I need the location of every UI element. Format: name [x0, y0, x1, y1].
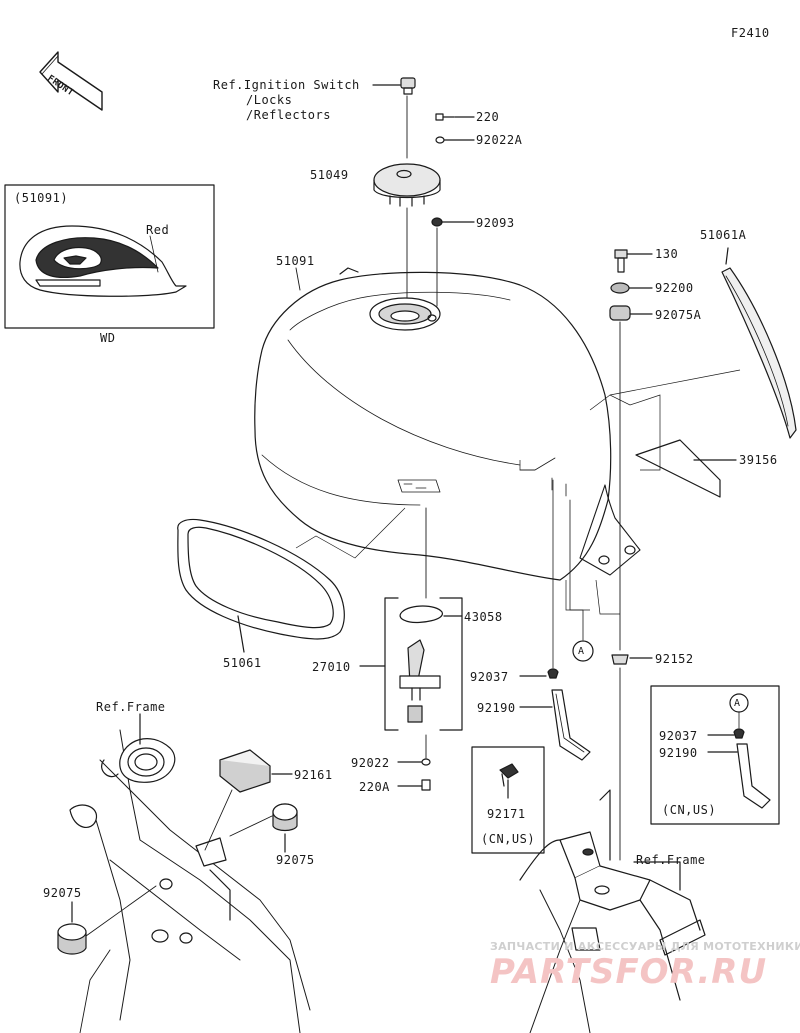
part-92037: 92037 — [470, 670, 509, 684]
fuel-cap-51049 — [373, 163, 441, 207]
damper-92075-left — [57, 923, 87, 955]
watermark-tagline: ЗАПЧАСТИ И АКСЕССУАРЫ ДЛЯ МОТОТЕХНИКИ — [490, 940, 800, 953]
inset-b-caption: (CN,US) — [481, 832, 536, 846]
grommet-92152 — [611, 654, 629, 665]
inset-a-part-92037: 92037 — [659, 729, 698, 743]
clip-92037 — [547, 668, 559, 679]
part-51061: 51061 — [223, 656, 262, 670]
part-130: 130 — [655, 247, 679, 261]
part-92200: 92200 — [655, 281, 694, 295]
gasket-43058 — [399, 605, 443, 624]
part-92075-left: 92075 — [43, 886, 82, 900]
part-92190: 92190 — [477, 701, 516, 715]
fuel-tank-51091 — [254, 267, 641, 581]
bolt-130 — [614, 249, 628, 273]
part-92093: 92093 — [476, 216, 515, 230]
frame-left — [69, 729, 311, 1033]
pad-92161 — [219, 749, 271, 793]
grommet-92093 — [431, 217, 443, 227]
ref-frame-right: Ref.Frame — [636, 853, 706, 867]
inset-cn-us-a-box — [650, 685, 780, 825]
marker-a-label: A — [578, 646, 585, 657]
hose-92190 — [551, 689, 591, 761]
watermark-logo: PARTSFOR.RU — [490, 952, 768, 992]
marker-a-circle — [572, 640, 594, 662]
ref-ignition-switch: Ref.Ignition Switch — [213, 78, 360, 92]
trim-strip-51061a — [721, 267, 797, 439]
ref-reflectors: /Reflectors — [246, 108, 331, 122]
inset-cn-us-b-box — [471, 746, 545, 854]
part-51049: 51049 — [310, 168, 349, 182]
frame-right — [519, 789, 706, 1033]
front-arrow-icon — [39, 51, 103, 111]
inset-wd-tank-graphic — [19, 225, 187, 297]
part-51091: 51091 — [276, 254, 315, 268]
damper-92075-right — [272, 803, 298, 832]
washer-92022 — [421, 758, 431, 766]
fuel-pump-27010 — [399, 639, 441, 723]
part-92022a: 92022A — [476, 133, 523, 147]
part-43058: 43058 — [464, 610, 503, 624]
inset-clip-icon — [733, 728, 745, 739]
part-92152: 92152 — [655, 652, 694, 666]
washer-92200 — [610, 282, 630, 294]
part-27010: 27010 — [312, 660, 351, 674]
inset-wd-caption: WD — [100, 331, 116, 345]
part-92022: 92022 — [351, 756, 390, 770]
inset-wd-color: Red — [146, 223, 170, 237]
damper-92075a — [609, 305, 631, 321]
part-92161: 92161 — [294, 768, 333, 782]
screw-220 — [435, 113, 455, 121]
inset-b-part-92171: 92171 — [487, 807, 526, 821]
washer-92022a — [435, 136, 445, 144]
ref-locks: /Locks — [246, 93, 293, 107]
inset-a-caption: (CN,US) — [662, 803, 717, 817]
inset-clip-92171-icon — [499, 763, 519, 787]
inset-wd-box — [4, 184, 215, 329]
part-51061a: 51061A — [700, 228, 747, 242]
part-220: 220 — [476, 110, 500, 124]
inset-a-part-92190: 92190 — [659, 746, 698, 760]
figure-code: F2410 — [731, 26, 770, 40]
pad-39156 — [635, 439, 721, 498]
ref-frame-left: Ref.Frame — [96, 700, 166, 714]
part-220a: 220A — [359, 780, 390, 794]
inset-a-circle-label: A — [734, 698, 741, 709]
part-92075a: 92075A — [655, 308, 702, 322]
part-92075-right: 92075 — [276, 853, 315, 867]
part-39156: 39156 — [739, 453, 778, 467]
pump-bracket — [384, 597, 399, 731]
inset-hose-icon — [736, 743, 771, 809]
tank-emblem-51061 — [177, 518, 345, 640]
screw-220a — [421, 779, 431, 791]
inset-wd-ref: (51091) — [14, 191, 69, 205]
ignition-lock-bolt — [400, 77, 416, 95]
